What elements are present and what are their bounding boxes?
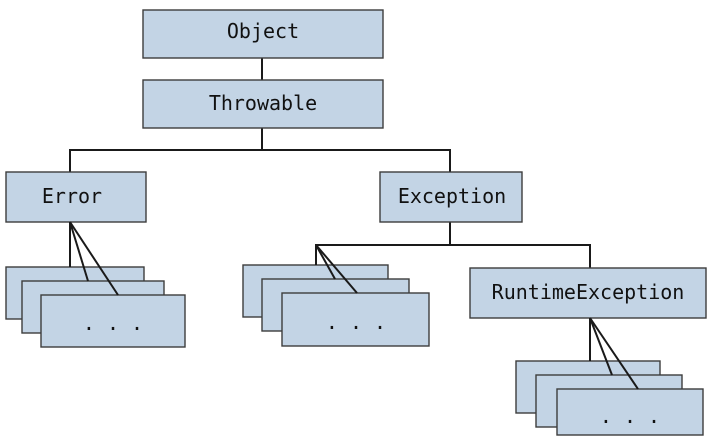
edge-error-sub-3 xyxy=(69,221,119,296)
runtime-subclass-ellipsis: . . . xyxy=(600,404,660,428)
node-exception: Exception xyxy=(379,171,523,223)
runtime-subclass-card-3: . . . xyxy=(556,388,704,436)
node-object: Object xyxy=(142,9,384,59)
node-error: Error xyxy=(5,171,147,223)
node-exception-label: Exception xyxy=(398,184,506,208)
exception-subclass-ellipsis: . . . xyxy=(326,310,386,334)
exception-subclass-card-3: . . . xyxy=(281,292,430,347)
edge-exception-sub-2 xyxy=(315,244,336,280)
node-throwable: Throwable xyxy=(142,79,384,129)
error-subclass-card-3: . . . xyxy=(40,294,186,348)
edge-error-sub-2 xyxy=(69,221,89,282)
error-subclass-stack: . . . xyxy=(5,221,186,348)
node-throwable-label: Throwable xyxy=(209,91,317,115)
node-runtime-exception: RuntimeException xyxy=(469,267,707,319)
edge-runtime-sub-2 xyxy=(589,317,613,376)
exception-subclass-stack: . . . xyxy=(242,244,430,347)
edge-throwable-children xyxy=(69,149,451,172)
edge-exception-sub-3 xyxy=(315,244,358,294)
runtime-subclass-stack: . . . xyxy=(515,317,704,436)
node-error-label: Error xyxy=(42,184,102,208)
node-object-label: Object xyxy=(227,19,299,43)
error-subclass-ellipsis: . . . xyxy=(83,311,143,335)
node-runtime-exception-label: RuntimeException xyxy=(492,280,685,304)
edge-runtime-sub-3 xyxy=(589,317,639,390)
